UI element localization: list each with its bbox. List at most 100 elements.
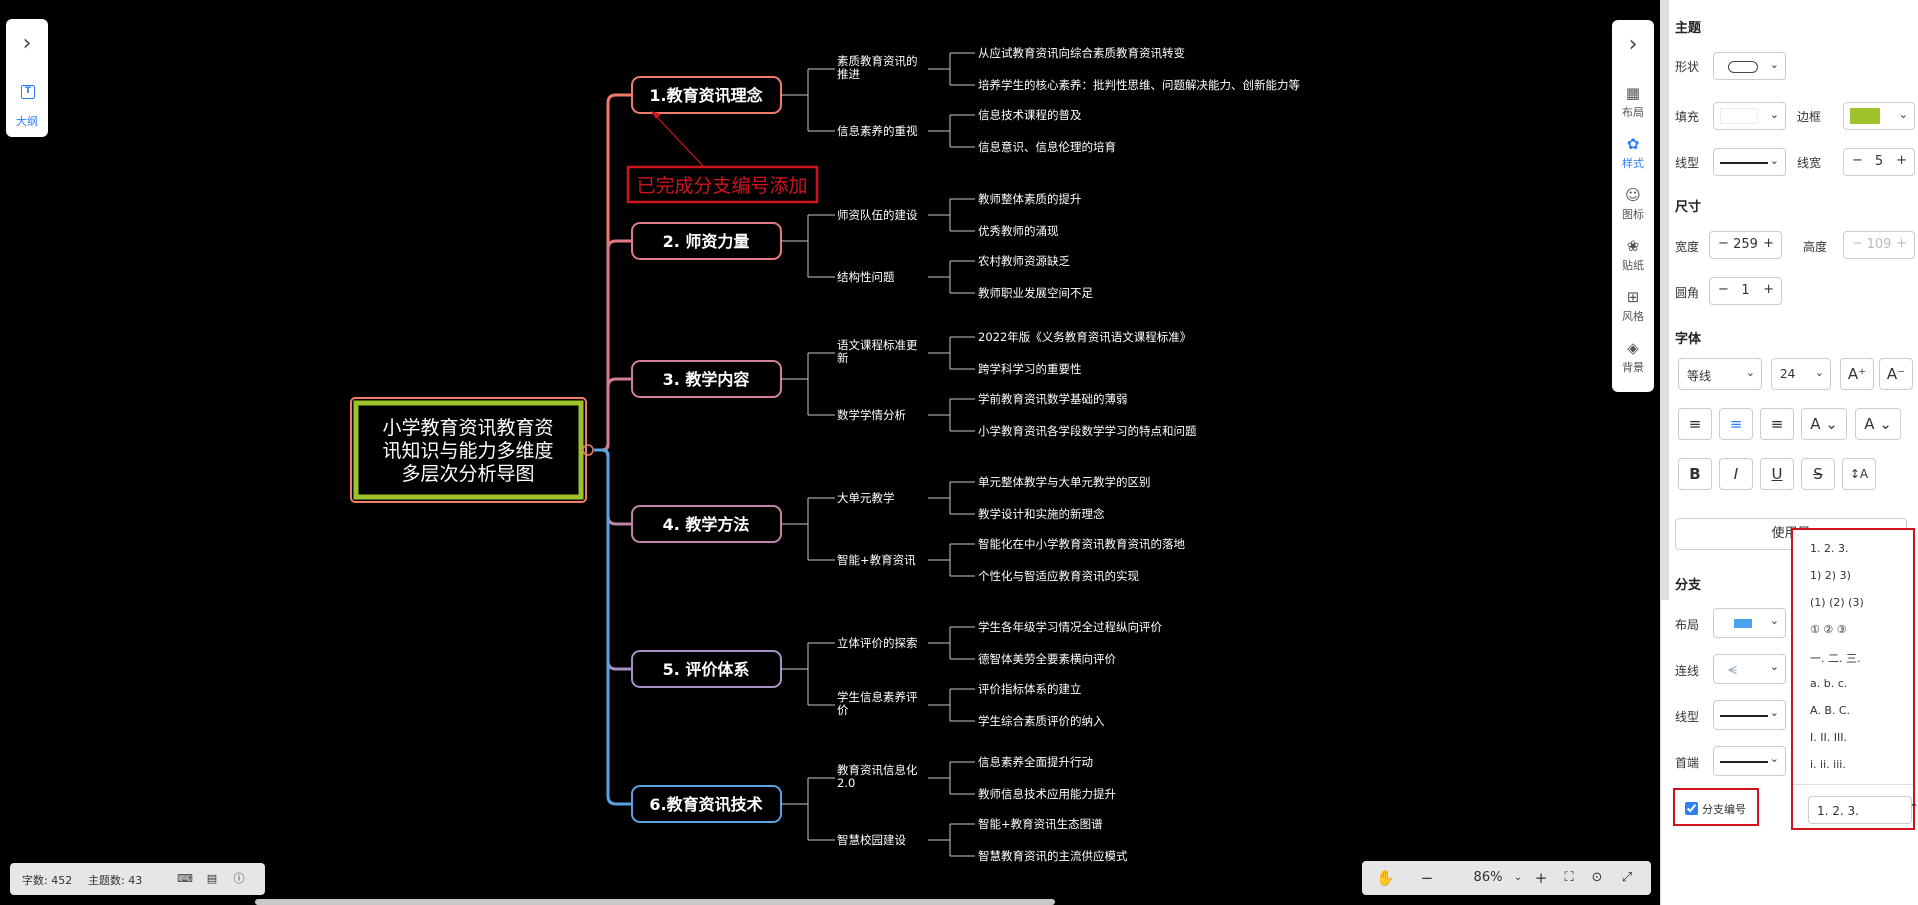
- font-size-select[interactable]: 24 ⌄: [1771, 358, 1831, 390]
- leaf-topic-text[interactable]: 智能化在中小学教育资讯教育资讯的落地: [978, 537, 1185, 551]
- subtopic-text[interactable]: 素质教育资讯的: [837, 54, 918, 68]
- line-spacing-button[interactable]: ↕A: [1842, 458, 1876, 490]
- tab-layout[interactable]: ▦布局: [1612, 84, 1654, 120]
- root-node[interactable]: [353, 400, 584, 500]
- leaf-topic-text[interactable]: 农村教师资源缺乏: [978, 254, 1070, 268]
- map-view-icon[interactable]: ▤: [206, 872, 218, 885]
- hand-icon[interactable]: ✋: [1376, 869, 1395, 887]
- decrement-button[interactable]: −: [1852, 153, 1863, 168]
- branch-line-select[interactable]: ⪪ ⌄: [1713, 654, 1786, 684]
- numbering-option[interactable]: 一. 二. 三.: [1810, 652, 1861, 665]
- subtopic-text[interactable]: 智慧校园建设: [837, 833, 906, 847]
- font-increase-button[interactable]: A⁺: [1840, 358, 1874, 390]
- leaf-topic-text[interactable]: 教师职业发展空间不足: [978, 286, 1093, 300]
- increment-button[interactable]: +: [1763, 236, 1774, 251]
- highlight-color-select[interactable]: A ⌄: [1855, 408, 1901, 440]
- subtopic-text[interactable]: 师资队伍的建设: [837, 208, 918, 222]
- subtopic-text[interactable]: 语文课程标准更: [837, 338, 918, 352]
- subtopic-text[interactable]: 学生信息素养评: [837, 690, 918, 704]
- line-type-select[interactable]: ⌄: [1713, 148, 1786, 176]
- underline-button[interactable]: U: [1760, 458, 1794, 490]
- panel-scrollbar[interactable]: [1661, 0, 1669, 600]
- leaf-topic-text[interactable]: 学前教育资讯数学基础的薄弱: [978, 392, 1128, 406]
- tab-style[interactable]: ✿样式: [1612, 135, 1654, 171]
- zoom-in-button[interactable]: +: [1534, 869, 1548, 887]
- branch-node-text[interactable]: 4. 教学方法: [663, 515, 750, 534]
- numbering-option[interactable]: I. II. III.: [1810, 731, 1847, 744]
- branch-layout-select[interactable]: ⌄: [1713, 608, 1786, 638]
- horizontal-scrollbar[interactable]: [255, 899, 1055, 905]
- leaf-topic-text[interactable]: 学生各年级学习情况全过程纵向评价: [978, 620, 1162, 634]
- width-value[interactable]: 259: [1733, 237, 1758, 252]
- leaf-topic-text[interactable]: 教师信息技术应用能力提升: [978, 787, 1116, 801]
- line-width-value[interactable]: 5: [1874, 154, 1884, 169]
- numbering-option[interactable]: A. B. C.: [1810, 704, 1851, 717]
- leaf-topic-text[interactable]: 教师整体素质的提升: [978, 192, 1082, 206]
- strikethrough-button[interactable]: S: [1801, 458, 1835, 490]
- line-width-stepper[interactable]: − 5 +: [1843, 148, 1915, 176]
- align-left-button[interactable]: ≡: [1678, 408, 1712, 440]
- branch-node-text[interactable]: 2. 师资力量: [663, 232, 750, 251]
- width-stepper[interactable]: − 259 +: [1709, 231, 1782, 259]
- subtopic-text[interactable]: 大单元教学: [837, 491, 895, 505]
- subtopic-text[interactable]: 结构性问题: [837, 270, 895, 284]
- subtopic-text[interactable]: 推进: [837, 67, 860, 81]
- leaf-topic-text[interactable]: 个性化与智适应教育资讯的实现: [978, 569, 1139, 583]
- branch-node-text[interactable]: 6.教育资讯技术: [649, 795, 762, 814]
- subtopic-text[interactable]: 教育资讯信息化: [837, 763, 918, 777]
- branch-node-text[interactable]: 1.教育资讯理念: [649, 86, 763, 105]
- subtopic-text[interactable]: 立体评价的探索: [837, 636, 918, 650]
- root-node-text[interactable]: 多层次分析导图: [401, 463, 534, 485]
- leaf-topic-text[interactable]: 教学设计和实施的新理念: [978, 507, 1105, 521]
- bold-button[interactable]: B: [1678, 458, 1712, 490]
- branch-number-checkbox[interactable]: [1685, 802, 1698, 815]
- radius-stepper[interactable]: − 1 +: [1709, 277, 1782, 305]
- leaf-topic-text[interactable]: 德智体美劳全要素横向评价: [978, 652, 1116, 666]
- increment-button[interactable]: +: [1763, 282, 1774, 297]
- subtopic-text[interactable]: 数学学情分析: [837, 408, 906, 422]
- tab-theme[interactable]: ⊞风格: [1612, 288, 1654, 324]
- leaf-topic-text[interactable]: 智能+教育资讯生态图谱: [978, 817, 1103, 831]
- leaf-topic-text[interactable]: 信息意识、信息伦理的培育: [978, 140, 1116, 154]
- leaf-topic-text[interactable]: 2022年版《义务教育资讯语文课程标准》: [978, 330, 1191, 344]
- numbering-option[interactable]: i. ii. iii.: [1810, 758, 1846, 771]
- leaf-topic-text[interactable]: 信息技术课程的普及: [978, 108, 1082, 122]
- numbering-option[interactable]: a. b. c.: [1810, 677, 1848, 690]
- subtopic-text[interactable]: 智能+教育资讯: [837, 553, 916, 567]
- italic-button[interactable]: I: [1719, 458, 1753, 490]
- zoom-level[interactable]: 86%: [1473, 870, 1503, 885]
- outline-panel[interactable]: › T 大纲: [6, 19, 48, 137]
- align-center-button[interactable]: ≡: [1719, 408, 1753, 440]
- branch-number-toggle[interactable]: 分支编号: [1673, 788, 1759, 826]
- tab-icon[interactable]: ☺图标: [1612, 186, 1654, 222]
- branch-node-text[interactable]: 3. 教学内容: [663, 370, 750, 389]
- align-right-button[interactable]: ≡: [1760, 408, 1794, 440]
- branch-node-text[interactable]: 5. 评价体系: [663, 660, 750, 679]
- root-node-text[interactable]: 讯知识与能力多维度: [382, 440, 553, 462]
- subtopic-text[interactable]: 新: [837, 351, 849, 365]
- tab-background[interactable]: ◈背景: [1612, 339, 1654, 375]
- leaf-topic-text[interactable]: 小学教育资讯各学段数学学习的特点和问题: [978, 424, 1197, 438]
- decrement-button[interactable]: −: [1718, 282, 1729, 297]
- fullscreen-icon[interactable]: ⤢: [1621, 870, 1633, 885]
- font-family-select[interactable]: 等线 ⌄: [1678, 358, 1762, 390]
- locate-icon[interactable]: ⊙: [1591, 870, 1603, 885]
- branch-line-type-select[interactable]: ⌄: [1713, 700, 1786, 730]
- zoom-out-button[interactable]: −: [1420, 869, 1434, 887]
- font-decrease-button[interactable]: A⁻: [1879, 358, 1913, 390]
- fill-color-select[interactable]: ⌄: [1713, 102, 1786, 130]
- shape-select[interactable]: ⌄: [1713, 52, 1786, 80]
- leaf-topic-text[interactable]: 从应试教育资讯向综合素质教育资讯转变: [978, 46, 1185, 60]
- outline-label[interactable]: 大纲: [16, 115, 38, 128]
- decrement-button[interactable]: −: [1718, 236, 1729, 251]
- root-node-text[interactable]: 小学教育资讯教育资: [382, 417, 553, 439]
- leaf-topic-text[interactable]: 单元整体教学与大单元教学的区别: [978, 475, 1151, 489]
- leaf-topic-text[interactable]: 信息素养全面提升行动: [978, 755, 1093, 769]
- leaf-topic-text[interactable]: 培养学生的核心素养：批判性思维、问题解决能力、创新能力等: [978, 78, 1300, 92]
- numbering-option[interactable]: 1. 2. 3.: [1810, 542, 1849, 555]
- numbering-option[interactable]: ① ② ③: [1810, 623, 1847, 636]
- mindmap-canvas[interactable]: 小学教育资讯教育资讯知识与能力多维度多层次分析导图 1.教育资讯理念 素质教育资讯的…: [0, 0, 1660, 905]
- border-color-select[interactable]: ⌄: [1843, 102, 1915, 130]
- subtopic-text[interactable]: 价: [837, 703, 849, 717]
